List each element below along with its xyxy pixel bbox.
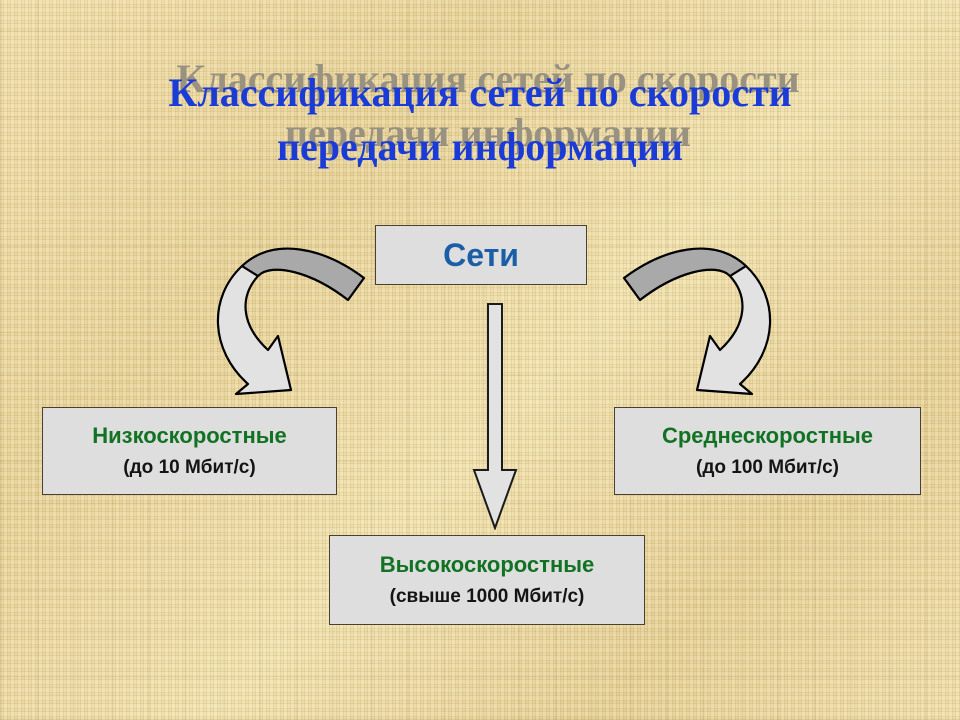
page-title-shadow: Классификация сетей по скорости передачи… bbox=[176, 56, 800, 155]
node-high-speed-detail: (свыше 1000 Мбит/с) bbox=[389, 585, 585, 607]
page-title: Классификация сетей по скорости передачи… bbox=[0, 56, 960, 174]
curved-arrow-right-icon bbox=[622, 247, 772, 396]
node-root-label: Сети bbox=[443, 237, 519, 273]
node-medium-speed-label: Среднескоростные bbox=[661, 422, 874, 448]
node-box-high-speed[interactable]: Высокоскоростные (свыше 1000 Мбит/с) bbox=[329, 535, 645, 625]
node-low-speed-detail: (до 10 Мбит/с) bbox=[123, 456, 256, 478]
node-box-root[interactable]: Сети bbox=[375, 225, 587, 285]
node-medium-speed-detail: (до 100 Мбит/с) bbox=[696, 456, 839, 478]
straight-arrow-down-icon bbox=[472, 303, 518, 530]
node-low-speed-label: Низкоскоростные bbox=[92, 422, 287, 448]
node-box-low-speed[interactable]: Низкоскоростные (до 10 Мбит/с) bbox=[42, 407, 337, 495]
node-box-medium-speed[interactable]: Среднескоростные (до 100 Мбит/с) bbox=[614, 407, 921, 495]
page-title-text: Классификация сетей по скорости передачи… bbox=[168, 70, 792, 169]
node-high-speed-label: Высокоскоростные bbox=[379, 551, 595, 577]
curved-arrow-left-icon bbox=[216, 247, 366, 396]
